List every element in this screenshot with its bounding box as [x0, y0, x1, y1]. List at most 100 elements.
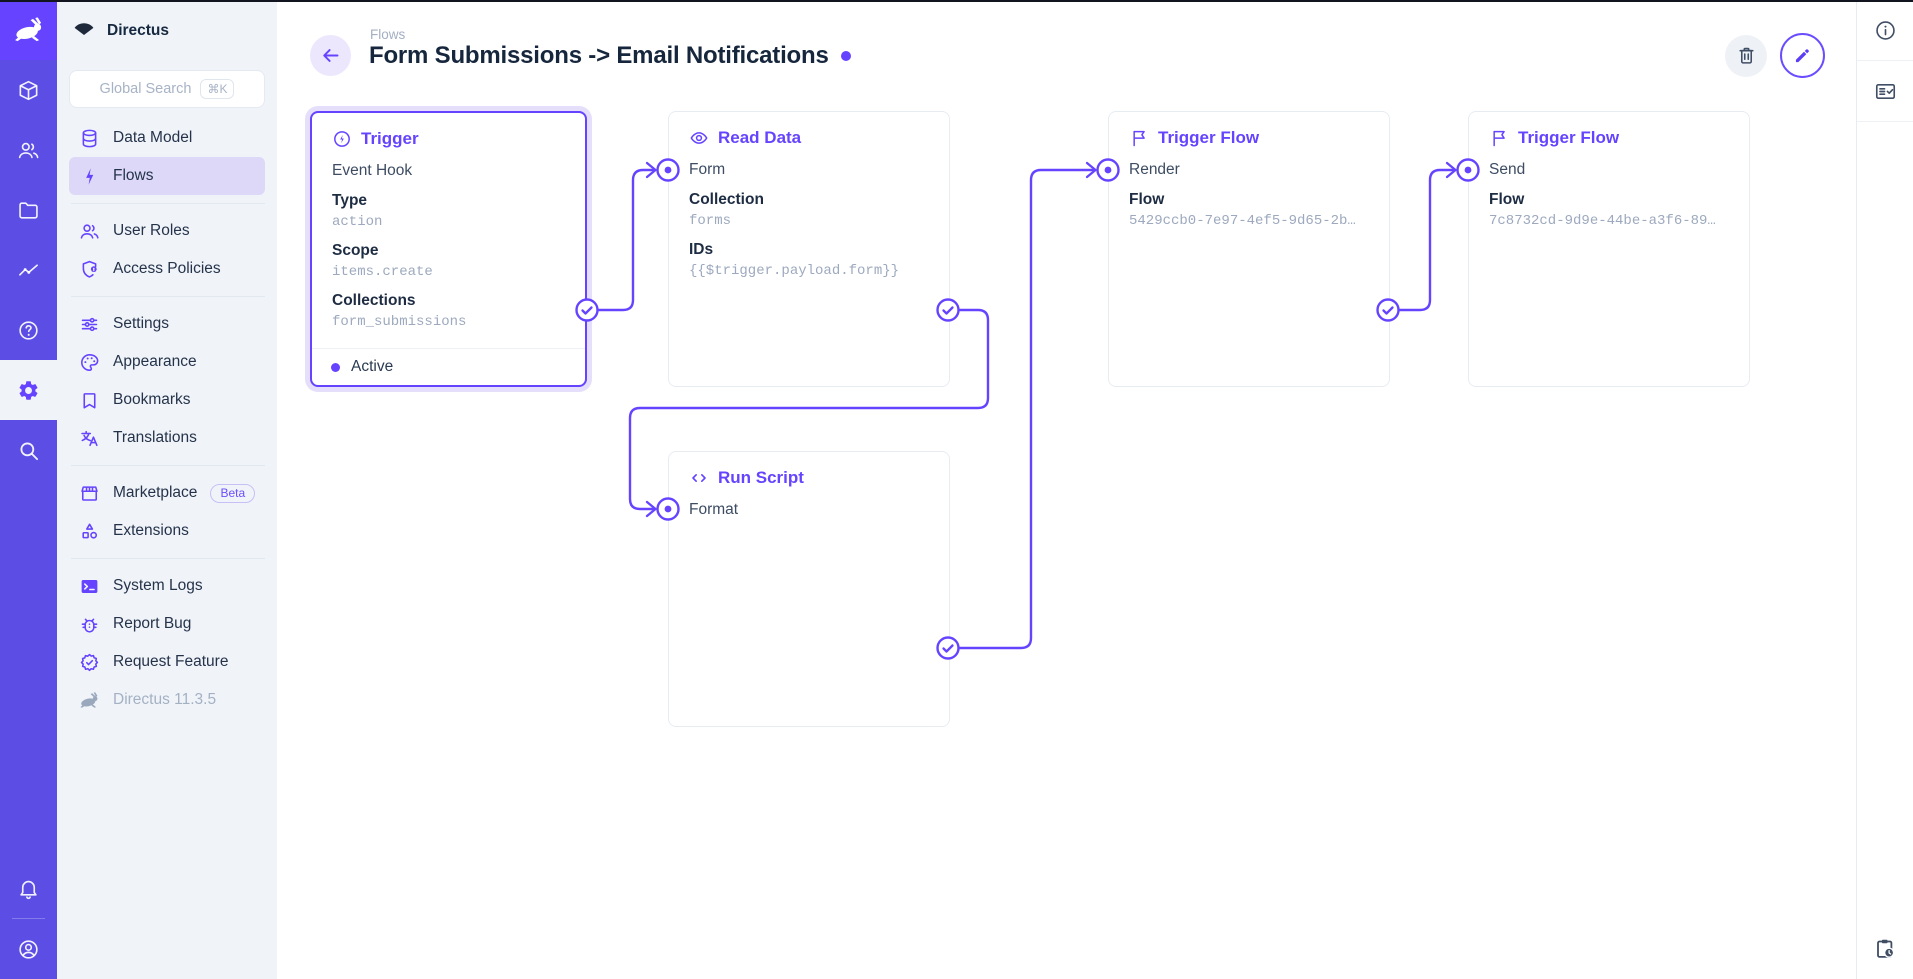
right-sidebar: [1856, 0, 1913, 979]
nav-divider: [71, 296, 265, 297]
module-bar: [0, 0, 57, 979]
sidebar-item-marketplace[interactable]: Marketplace Beta: [69, 474, 265, 512]
info-panel-button[interactable]: [1857, 0, 1913, 61]
flow-card-run-script[interactable]: Run Script Format: [668, 451, 950, 727]
field-label: Collection: [689, 191, 764, 208]
notifications-button[interactable]: [0, 858, 57, 918]
code-icon: [689, 468, 709, 488]
wire-run-script-to-render: [959, 168, 1094, 650]
sidebar-item-label: Access Policies: [113, 260, 221, 277]
module-users-button[interactable]: [0, 120, 57, 180]
sidebar-item-bookmarks[interactable]: Bookmarks: [69, 381, 265, 419]
delete-flow-button[interactable]: [1725, 34, 1767, 77]
sidebar-item-label: Request Feature: [113, 653, 229, 670]
active-status-dot: [331, 362, 340, 372]
field-value: 5429ccb0-7e97-4ef5-9d65-2b…: [1129, 213, 1356, 229]
operation-name: Format: [689, 501, 739, 518]
card-title: Run Script: [718, 468, 804, 487]
field-label: Flow: [1489, 191, 1525, 208]
field-value: forms: [689, 213, 732, 229]
arrow-head-icon: [1445, 161, 1457, 179]
sidebar-item-report-bug[interactable]: Report Bug: [69, 605, 265, 643]
field-value: items.create: [332, 264, 433, 280]
field-label: IDs: [689, 241, 714, 258]
breadcrumb[interactable]: Flows: [370, 27, 406, 42]
sidebar-item-data-model[interactable]: Data Model: [69, 119, 265, 157]
arrow-head-icon: [645, 500, 657, 518]
flow-card-trigger[interactable]: Trigger Event Hook Type action Scope ite…: [310, 111, 587, 387]
search-shortcut-badge: ⌘K: [200, 79, 235, 99]
people-icon: [17, 139, 40, 162]
sidebar-item-access-policies[interactable]: Access Policies: [69, 250, 265, 288]
sidebar-item-extensions[interactable]: Extensions: [69, 512, 265, 550]
field-value: {{$trigger.payload.form}}: [689, 263, 900, 279]
sidebar-item-label: Data Model: [113, 129, 193, 146]
directus-rabbit-icon: [13, 14, 45, 46]
palette-icon: [79, 352, 100, 373]
nav-divider: [71, 465, 265, 466]
bug-icon: [79, 614, 100, 635]
status-dot: [840, 51, 851, 61]
back-button[interactable]: [310, 35, 351, 76]
module-settings-button[interactable]: [0, 360, 57, 420]
module-nav: [0, 60, 57, 480]
bolt-icon: [79, 166, 100, 187]
field-label: Collections: [332, 292, 416, 309]
module-search-button[interactable]: [0, 420, 57, 480]
bookmark-icon: [79, 390, 100, 411]
card-header: Read Data: [689, 128, 929, 148]
nav-divider: [71, 203, 265, 204]
edit-flow-button[interactable]: [1780, 33, 1825, 78]
arrow-head-icon: [1085, 161, 1097, 179]
eye-icon: [689, 128, 709, 148]
sidebar-item-label: Appearance: [113, 353, 197, 370]
arrow-left-icon: [320, 45, 341, 66]
logs-panel-button[interactable]: [1857, 61, 1913, 122]
directus-rabbit-icon: [79, 690, 100, 711]
module-docs-button[interactable]: [0, 300, 57, 360]
module-content-button[interactable]: [0, 60, 57, 120]
sidebar-item-appearance[interactable]: Appearance: [69, 343, 265, 381]
sidebar-item-request-feature[interactable]: Request Feature: [69, 643, 265, 681]
bolt-circle-icon: [332, 129, 352, 149]
sidebar-item-label: User Roles: [113, 222, 190, 239]
box-icon: [17, 79, 40, 102]
module-bar-bottom: [0, 858, 57, 979]
sidebar-nav: Data Model Flows User Roles Access Polic…: [57, 108, 277, 719]
app-version: Directus 11.3.5: [113, 691, 217, 708]
trash-icon: [1736, 45, 1757, 66]
trigger-kind: Event Hook: [332, 162, 413, 179]
activity-drawer-button[interactable]: [1857, 918, 1913, 979]
sidebar-item-flows[interactable]: Flows: [69, 157, 265, 195]
beta-badge: Beta: [210, 483, 256, 503]
sidebar-item-settings[interactable]: Settings: [69, 305, 265, 343]
sidebar-item-user-roles[interactable]: User Roles: [69, 212, 265, 250]
seal-check-icon: [79, 652, 100, 673]
directus-logo[interactable]: [0, 0, 57, 60]
module-files-button[interactable]: [0, 180, 57, 240]
flow-card-trigger-flow-render[interactable]: Trigger Flow Render Flow 5429ccb0-7e97-4…: [1108, 111, 1390, 387]
folder-icon: [17, 199, 40, 222]
bell-icon: [17, 877, 40, 900]
global-search-input[interactable]: Global Search ⌘K: [69, 70, 265, 108]
module-insights-button[interactable]: [0, 240, 57, 300]
project-name: Directus: [107, 22, 170, 39]
project-row[interactable]: Directus: [57, 0, 277, 62]
shapes-icon: [79, 521, 100, 542]
sidebar-item-system-logs[interactable]: System Logs: [69, 567, 265, 605]
flag-icon: [1129, 128, 1149, 148]
flow-card-read-data[interactable]: Read Data Form Collection forms IDs {{$t…: [668, 111, 950, 387]
field-value: form_submissions: [332, 314, 467, 330]
storefront-icon: [79, 483, 100, 504]
field-value: action: [332, 214, 383, 230]
card-title: Read Data: [718, 128, 802, 147]
sidebar-item-translations[interactable]: Translations: [69, 419, 265, 457]
translate-icon: [79, 428, 100, 449]
field-label: Flow: [1129, 191, 1165, 208]
project-logo-icon: [72, 19, 96, 43]
operation-name: Form: [689, 161, 726, 178]
account-button[interactable]: [0, 919, 57, 979]
pencil-icon: [1792, 45, 1813, 66]
flow-card-trigger-flow-send[interactable]: Trigger Flow Send Flow 7c8732cd-9d9e-44b…: [1468, 111, 1750, 387]
sidebar-item-label: Translations: [113, 429, 197, 446]
